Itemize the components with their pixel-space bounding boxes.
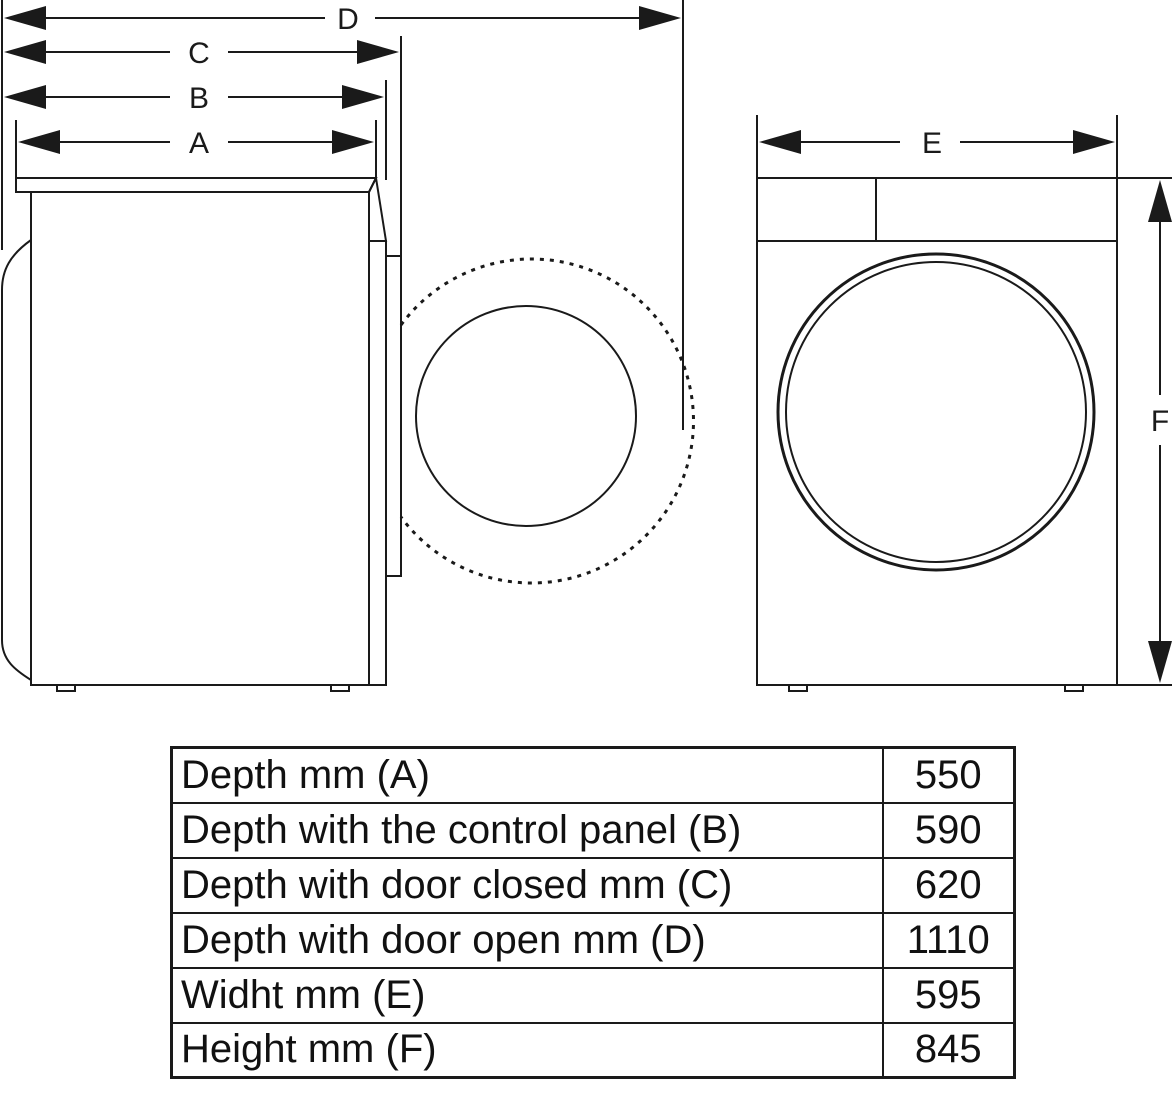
dimension-a: A [15, 120, 377, 178]
label-d: D [337, 3, 359, 36]
label-b: B [189, 82, 209, 115]
spec-table: Depth mm (A) 550 Depth with the control … [170, 746, 1016, 1079]
dimension-f: F [1117, 177, 1172, 686]
open-door [399, 257, 695, 585]
dimension-drawing: D C B A [0, 0, 1172, 692]
row-value: 590 [881, 801, 1016, 859]
row-value: 620 [881, 856, 1016, 914]
label-f: F [1151, 405, 1169, 438]
side-view [0, 174, 402, 692]
table-row: Depth with door open mm (D) 1110 [170, 911, 1016, 969]
dimension-c: C [4, 36, 402, 258]
row-label: Depth with door closed mm (C) [170, 856, 884, 914]
row-label: Height mm (F) [170, 1021, 884, 1079]
front-view [756, 177, 1118, 692]
label-e: E [922, 127, 942, 160]
row-label: Depth with the control panel (B) [170, 801, 884, 859]
row-label: Depth with door open mm (D) [170, 911, 884, 969]
row-value: 595 [881, 966, 1016, 1024]
table-row: Depth with door closed mm (C) 620 [170, 856, 1016, 914]
table-row: Depth with the control panel (B) 590 [170, 801, 1016, 859]
label-c: C [188, 37, 210, 70]
row-value: 1110 [881, 911, 1016, 969]
dimension-b: B [4, 80, 387, 180]
dimension-d: D [1, 0, 684, 430]
row-value: 550 [881, 746, 1016, 804]
dimension-e: E [756, 115, 1118, 178]
door-porthole [776, 252, 1096, 572]
table-row: Widht mm (E) 595 [170, 966, 1016, 1024]
row-value: 845 [881, 1021, 1016, 1079]
row-label: Widht mm (E) [170, 966, 884, 1024]
table-row: Height mm (F) 845 [170, 1021, 1016, 1079]
spec-table-body: Depth mm (A) 550 Depth with the control … [170, 746, 1016, 1079]
table-row: Depth mm (A) 550 [170, 746, 1016, 804]
row-label: Depth mm (A) [170, 746, 884, 804]
label-a: A [189, 127, 209, 160]
